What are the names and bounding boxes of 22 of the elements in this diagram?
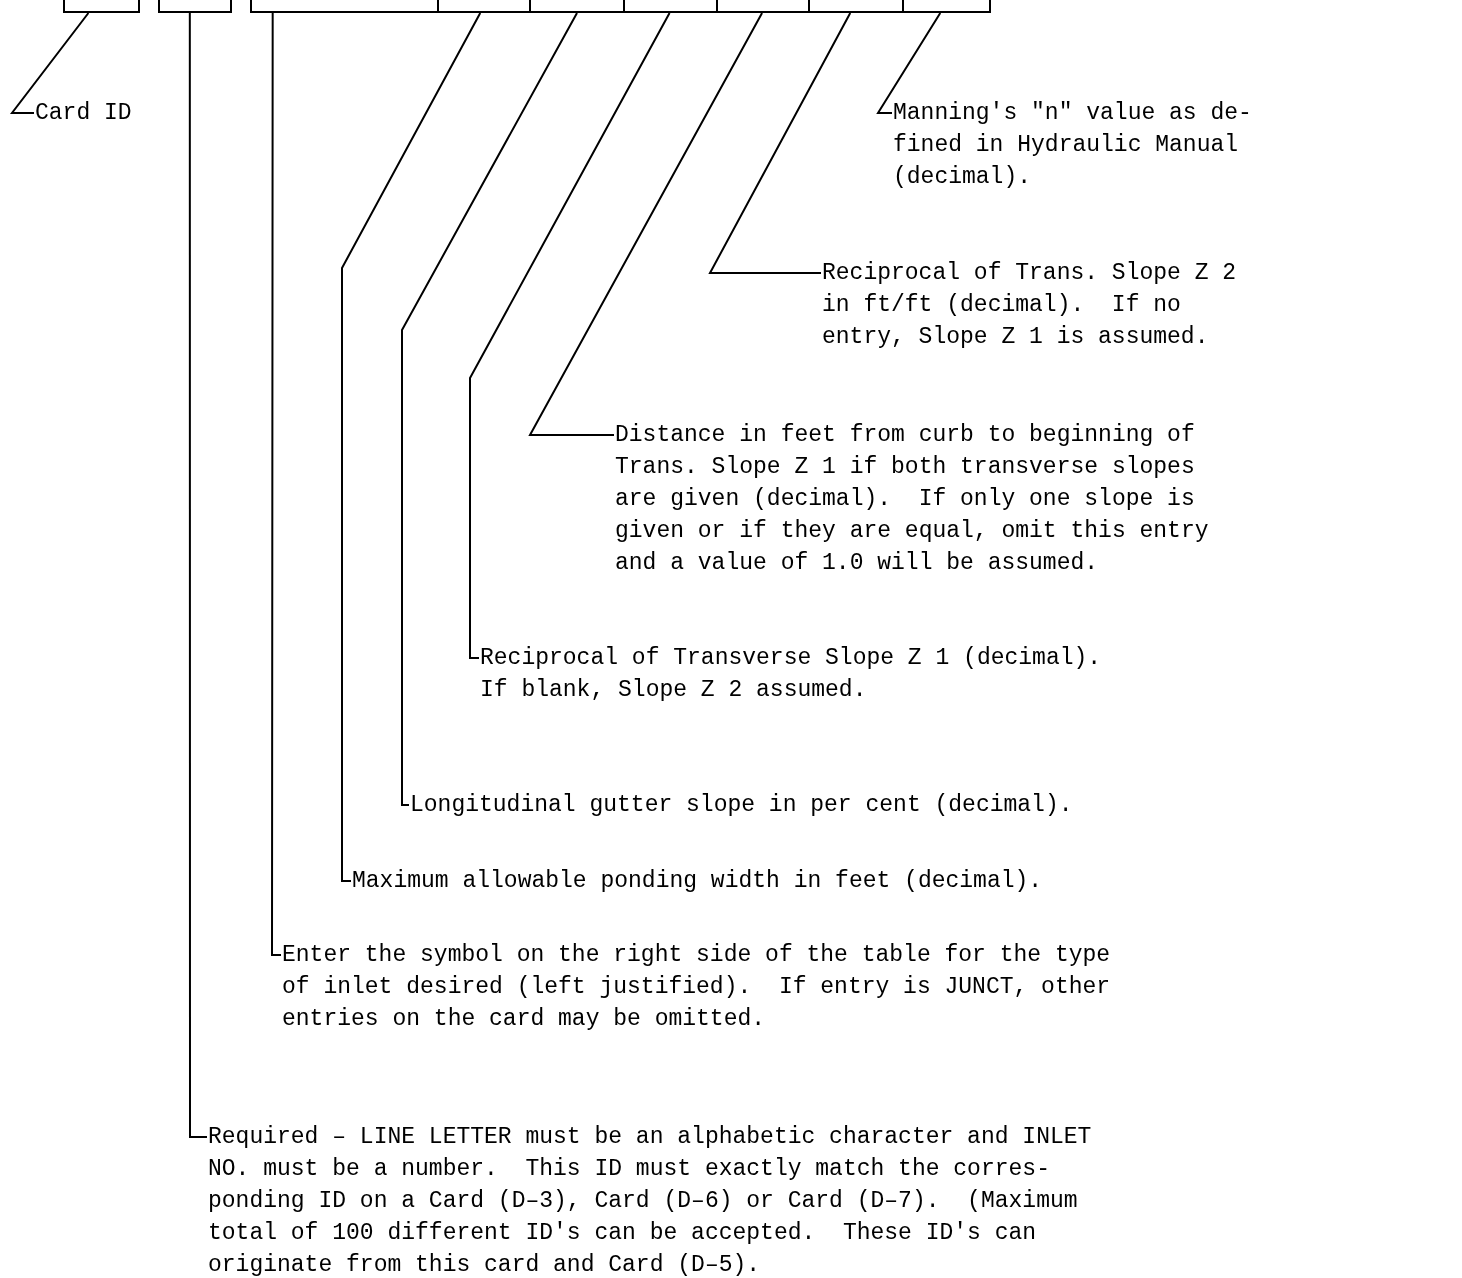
- field-description: Enter the symbol on the right side of the table for the type of inlet desired (left justified). If entry is JUNCT, other entries on the card may be omitted.: [282, 939, 1118, 1035]
- field-description: Manning's "n" value as de- fined in Hydraulic Manual (decimal).: [893, 97, 1266, 193]
- leader-line: [528, 12, 764, 436]
- field-description: Longitudinal gutter slope in per cent (decimal).: [410, 789, 1128, 821]
- card-field: [250, 0, 439, 13]
- field-description: Reciprocal of Trans. Slope Z 2 in ft/ft (decimal). If no entry, Slope Z 1 is assumed.: [822, 257, 1250, 353]
- leader-line: [9, 12, 90, 114]
- leader-line: [188, 12, 208, 1138]
- field-description: Reciprocal of Transverse Slope Z 1 (decimal). If blank, Slope Z 2 assumed.: [480, 642, 1129, 706]
- leader-line: [876, 12, 942, 114]
- field-description: Required – LINE LETTER must be an alphabetic character and INLET NO. must be a number. This ID must exactly match the corres- ponding ID on a Card (D–3), Card (D–6) or Card (D–7). (Maximum total of 100 different ID's can be accepted. These ID's can originate from this card and Card (D–5).: [208, 1121, 1113, 1278]
- card-field: [158, 0, 232, 13]
- leader-line: [341, 12, 482, 882]
- card-field: [63, 0, 140, 13]
- leader-line: [708, 12, 852, 274]
- leader-line: [469, 12, 671, 659]
- card-field: [902, 0, 991, 13]
- field-description: Maximum allowable ponding width in feet (decimal).: [352, 865, 1098, 897]
- field-description: Distance in feet from curb to beginning of Trans. Slope Z 1 if both transverse slopes are given (decimal). If only one slope is given or if they are equal, omit this entry and a value of 1.0 will be assumed.: [615, 419, 1216, 579]
- field-description: Card ID: [35, 97, 173, 129]
- leader-line: [271, 12, 282, 956]
- leader-line: [401, 12, 578, 806]
